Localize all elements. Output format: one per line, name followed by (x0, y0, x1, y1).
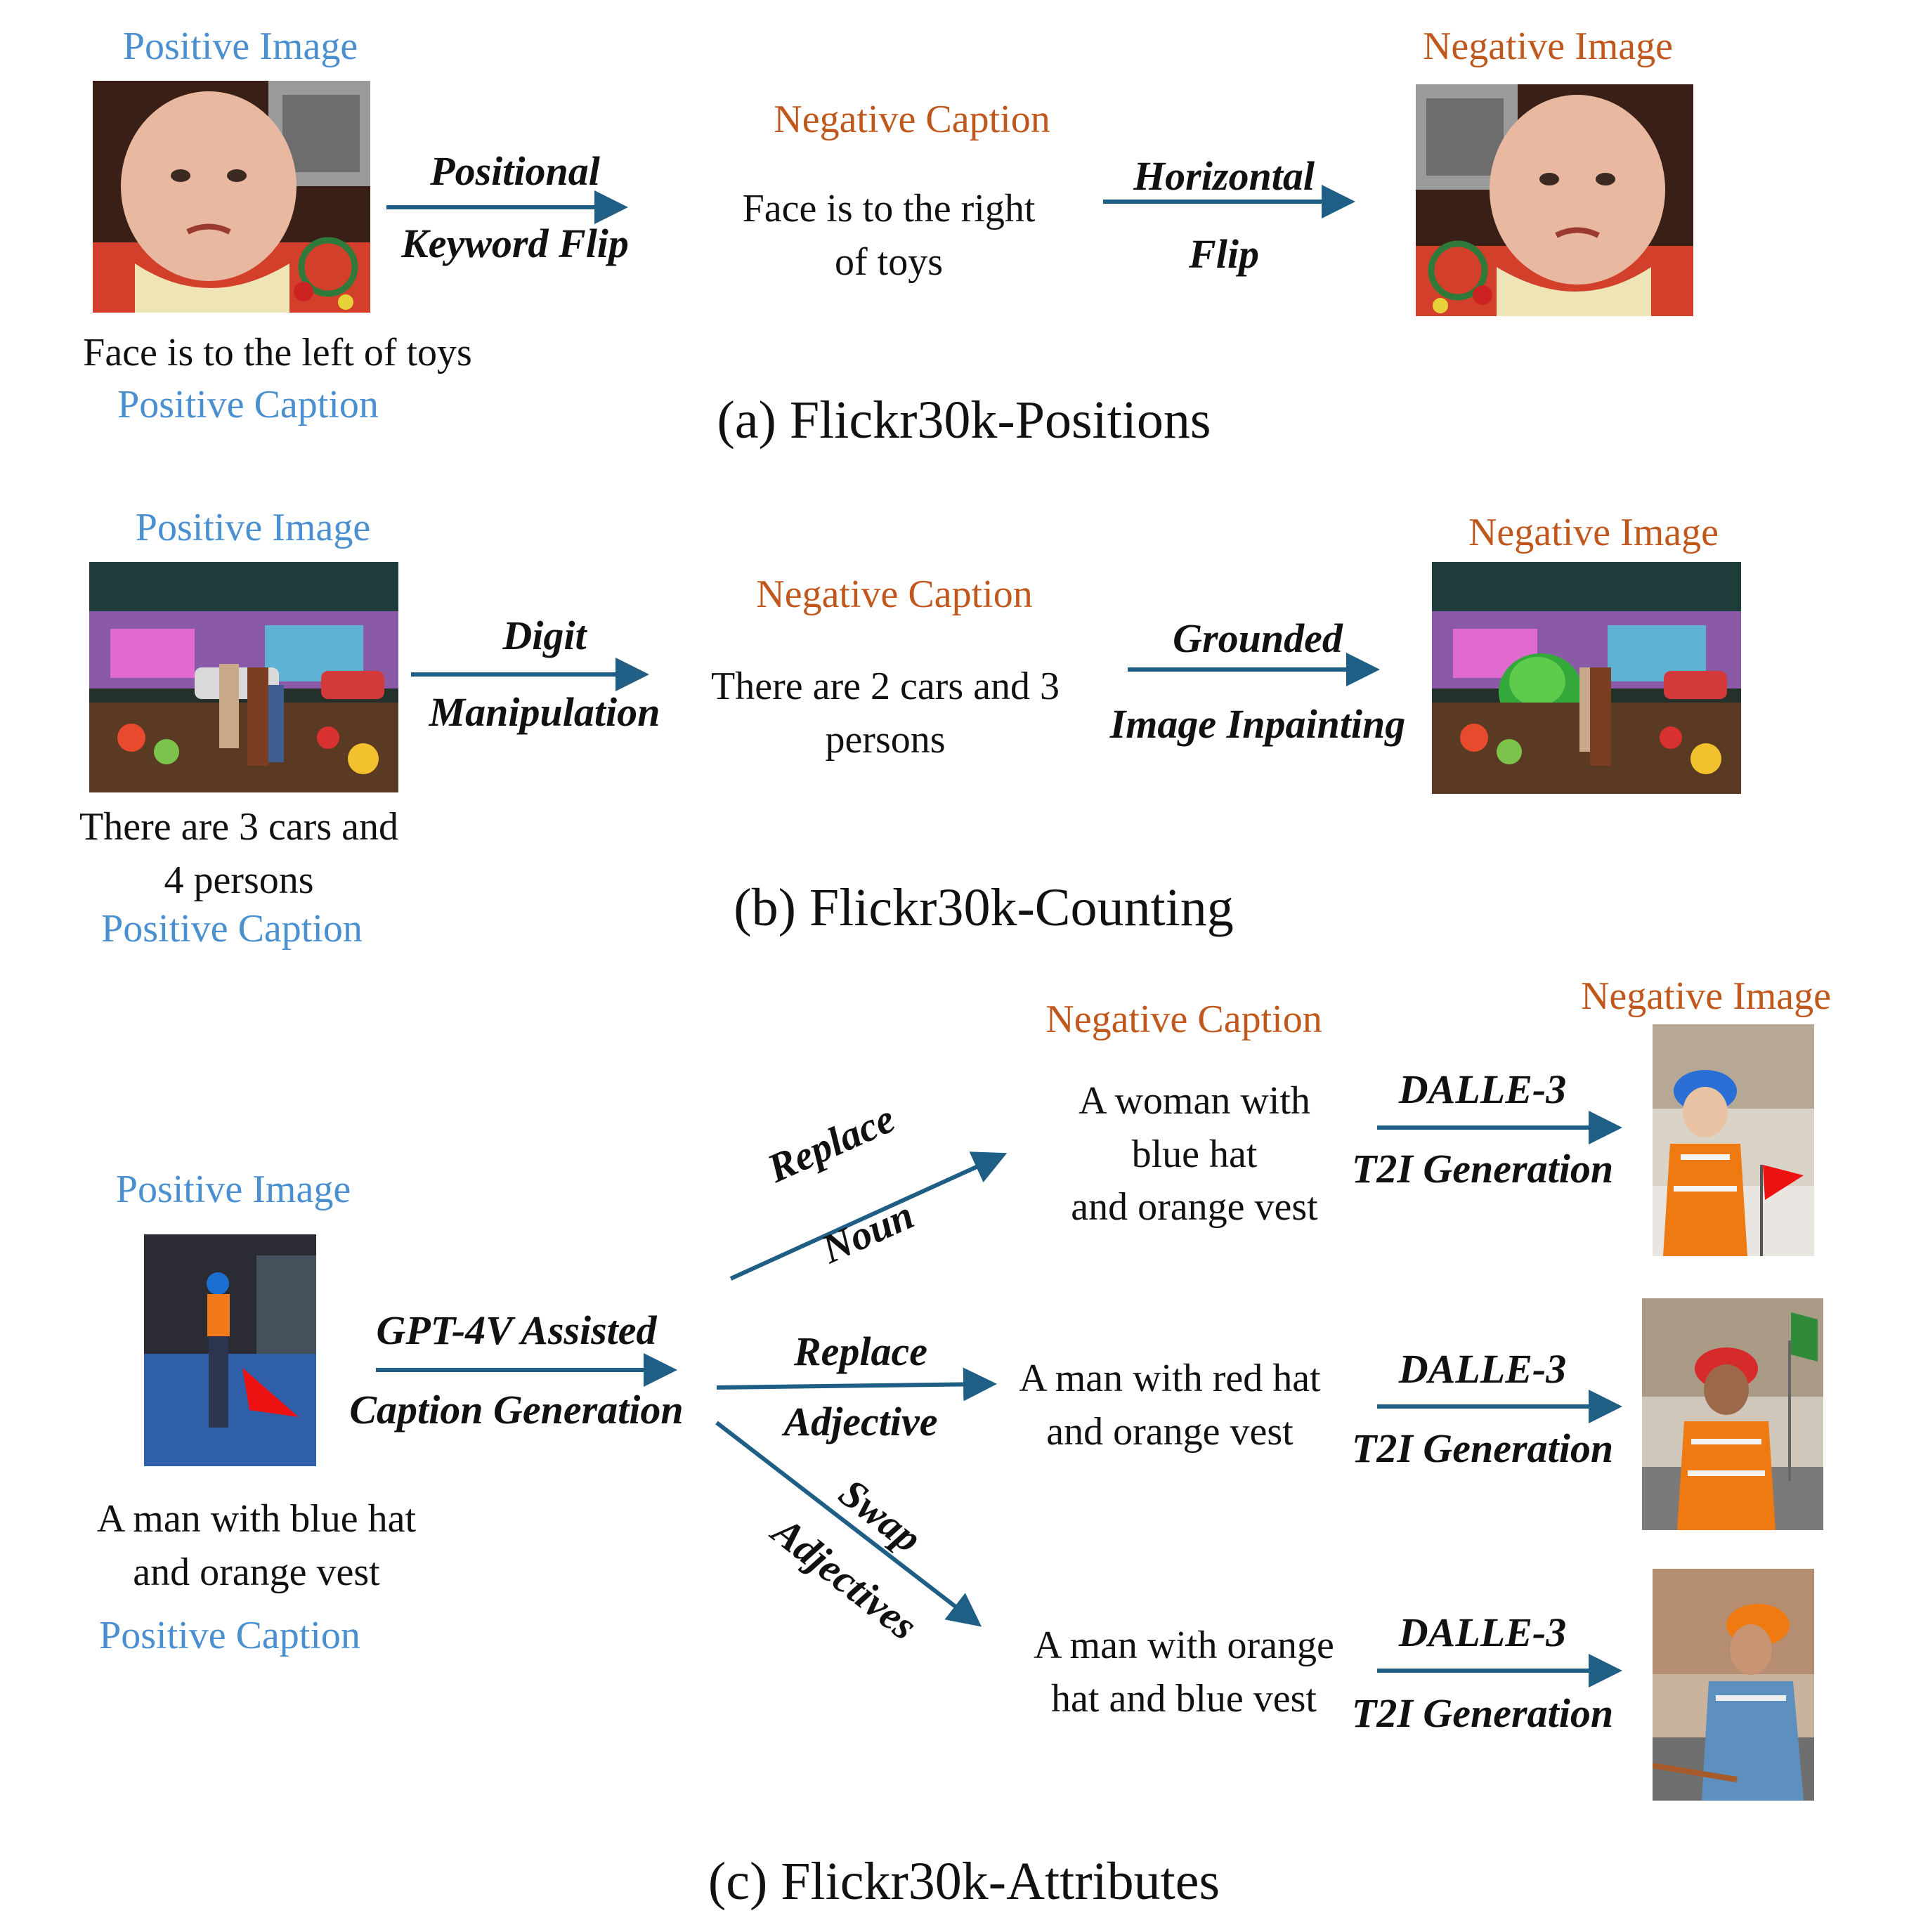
b-op2-line1: Grounded (1173, 615, 1343, 661)
c-positive-image-label: Positive Image (115, 1168, 351, 1211)
a-positive-caption-label: Positive Caption (117, 383, 379, 426)
b-negative-caption-label: Negative Caption (756, 573, 1033, 616)
a-negative-caption-label: Negative Caption (774, 98, 1050, 141)
b-positive-image-label: Positive Image (135, 506, 371, 549)
c-branch1-t2i-line2: T2I Generation (1351, 1146, 1614, 1192)
b-positive-image (89, 562, 398, 792)
c-branch2-caption: A man with red hat and orange vest (1019, 1357, 1321, 1454)
c-gen-line2: Caption Generation (349, 1387, 684, 1432)
c-branch3-t2i-line2: T2I Generation (1351, 1690, 1614, 1736)
c-subtitle: (c) Flickr30k-Attributes (708, 1852, 1220, 1911)
c-branch1-t2i-line1: DALLE-3 (1398, 1066, 1567, 1112)
b-positive-caption-text: There are 3 cars and 4 persons (79, 805, 398, 902)
b-negative-image-label: Negative Image (1468, 511, 1719, 554)
a-positive-image-label: Positive Image (122, 25, 358, 68)
c-positive-caption-label: Positive Caption (99, 1614, 360, 1657)
arrow-c-replace-adjective (716, 1367, 997, 1402)
c-branch2-t2i-line1: DALLE-3 (1398, 1346, 1567, 1392)
c-branch2-op-line1: Replace (793, 1329, 928, 1374)
b-subtitle: (b) Flickr30k-Counting (734, 878, 1234, 937)
c-branch1-negative-image (1653, 1024, 1814, 1256)
a-negative-image (1416, 84, 1693, 316)
c-positive-image (144, 1234, 316, 1466)
c-gen-line1: GPT-4V Assisted (376, 1307, 657, 1353)
a-positive-image (93, 81, 370, 313)
b-positive-caption-label: Positive Caption (101, 907, 363, 951)
arrow-c-swap-adjectives (715, 1421, 982, 1627)
c-branch3-negative-image (1653, 1569, 1814, 1801)
arrow-c-replace-noun (729, 1151, 1008, 1281)
a-op1-line1: Positional (430, 148, 600, 194)
c-branch1-caption: A woman with blue hat and orange vest (1071, 1079, 1318, 1229)
a-negative-image-label: Negative Image (1422, 25, 1674, 68)
a-op1-line2: Keyword Flip (401, 221, 629, 266)
a-positive-caption-text: Face is to the left of toys (83, 331, 472, 374)
b-op1-line1: Digit (502, 613, 587, 658)
c-negative-image-label: Negative Image (1580, 974, 1832, 1018)
a-negative-caption-text: Face is to the right of toys (742, 187, 1036, 284)
b-negative-image (1432, 562, 1741, 794)
b-op1-line2: Manipulation (429, 689, 660, 735)
c-branch3-t2i-line1: DALLE-3 (1398, 1610, 1567, 1655)
a-subtitle: (a) Flickr30k-Positions (717, 391, 1211, 450)
b-negative-caption-text: There are 2 cars and 3 persons (711, 665, 1060, 762)
a-op2-line2: Flip (1189, 231, 1259, 277)
c-branch2-negative-image (1642, 1298, 1823, 1530)
c-branch2-op-line2: Adjective (783, 1399, 938, 1444)
c-positive-caption-text: A man with blue hat and orange vest (96, 1497, 417, 1594)
a-op2-line1: Horizontal (1133, 153, 1315, 199)
c-negative-caption-label: Negative Caption (1045, 998, 1322, 1041)
b-op2-line2: Image Inpainting (1109, 701, 1406, 747)
c-branch2-t2i-line2: T2I Generation (1351, 1425, 1614, 1471)
c-branch3-caption: A man with orange hat and blue vest (1034, 1624, 1334, 1721)
